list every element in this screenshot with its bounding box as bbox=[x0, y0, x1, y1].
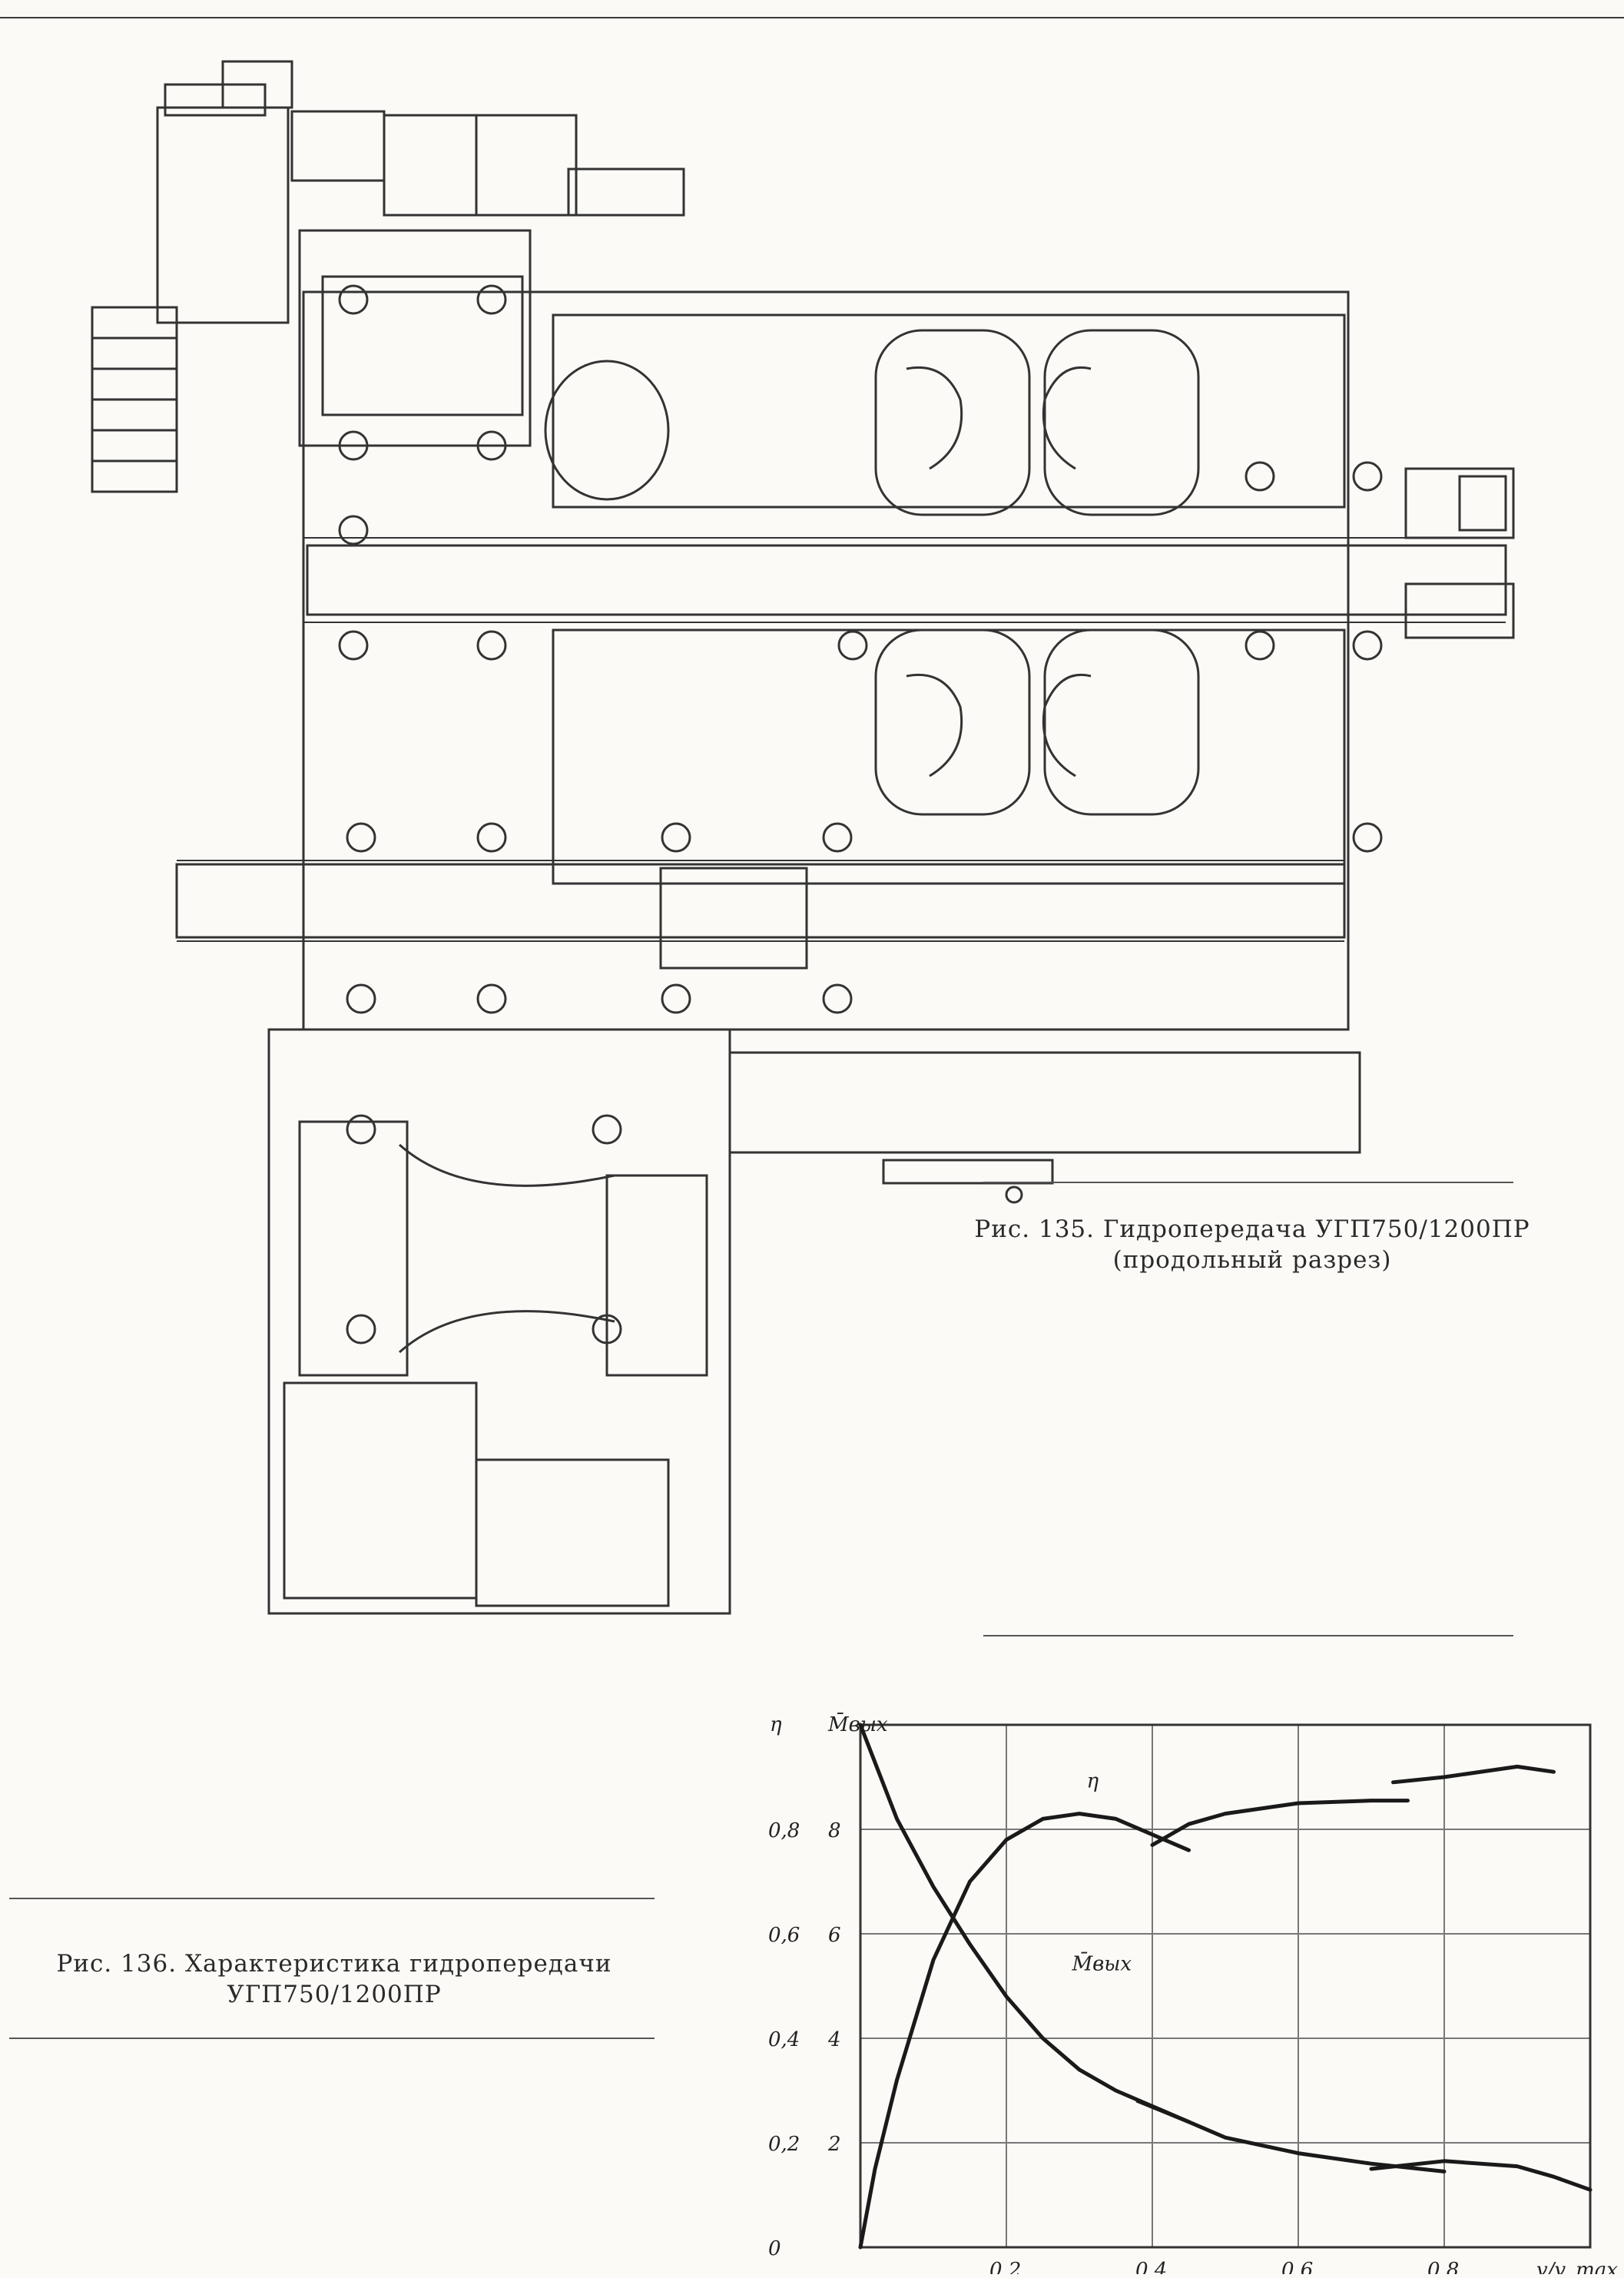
y-right-tick-label: 6 bbox=[828, 1924, 841, 1947]
fig135-top-rule bbox=[983, 1182, 1513, 1183]
y-left-tick-label: 0,6 bbox=[768, 1924, 800, 1947]
fig135-label: Рис. 135. bbox=[974, 1215, 1095, 1243]
fig136-label: Рис. 136. bbox=[56, 1950, 177, 1978]
fig135-bottom-rule bbox=[983, 1635, 1513, 1636]
series-line-eta-segment-1 bbox=[858, 1812, 1191, 2250]
fig136-top-rule bbox=[9, 1898, 655, 1899]
y-left-tick-label: 0,2 bbox=[768, 2133, 800, 2156]
fig135-subtitle: (продольный разрез) bbox=[1112, 1246, 1392, 1274]
series-line-moment-segment-1 bbox=[858, 1723, 1191, 2124]
x-tick-label: 0,2 bbox=[989, 2259, 1021, 2274]
series-line-eta-segment-3 bbox=[1391, 1764, 1556, 1785]
y-right-tick-label: 8 bbox=[828, 1819, 841, 1842]
series-line-eta-segment-2 bbox=[1150, 1799, 1410, 1847]
fig135-title: Гидропередача УГП750/1200ПР bbox=[1102, 1215, 1530, 1243]
series-label-eta: η bbox=[1087, 1770, 1099, 1793]
fig136-caption: Рис. 136. Характеристика гидропередачи У… bbox=[15, 1948, 653, 2010]
series-label-moment: M̄вых bbox=[1072, 1951, 1132, 1976]
x-tick-label: 0,8 bbox=[1427, 2259, 1459, 2274]
y-right-axis-label: M̄вых bbox=[827, 1712, 888, 1736]
y-right-tick-label: 2 bbox=[827, 2133, 841, 2156]
y-left-tick-label: 0,4 bbox=[768, 2028, 800, 2051]
fig136-subtitle: УГП750/1200ПР bbox=[227, 1981, 442, 2008]
x-tick-label: 0,6 bbox=[1281, 2259, 1313, 2274]
x-tick-label: 0,4 bbox=[1135, 2259, 1167, 2274]
series-line-moment-segment-2 bbox=[1135, 2099, 1447, 2174]
y-left-axis-label: η bbox=[770, 1713, 782, 1736]
hydro-transmission-section-drawing bbox=[91, 60, 1515, 1615]
y-left-tick-label: 0,8 bbox=[768, 1819, 800, 1842]
plot-frame bbox=[859, 1723, 1592, 2249]
y-left-tick-label: 0 bbox=[768, 2237, 781, 2260]
series-line-moment-segment-3 bbox=[1369, 2159, 1593, 2192]
page-top-rule bbox=[0, 17, 1624, 18]
fig136-title: Характеристика гидропередачи bbox=[184, 1950, 612, 1978]
fig135-caption: Рис. 135. Гидропередача УГП750/1200ПР (п… bbox=[953, 1214, 1552, 1275]
y-right-tick-label: 4 bbox=[827, 2028, 841, 2051]
fig136-bottom-rule bbox=[9, 2038, 655, 2039]
x-axis-label: v/v_max bbox=[1536, 2259, 1618, 2274]
